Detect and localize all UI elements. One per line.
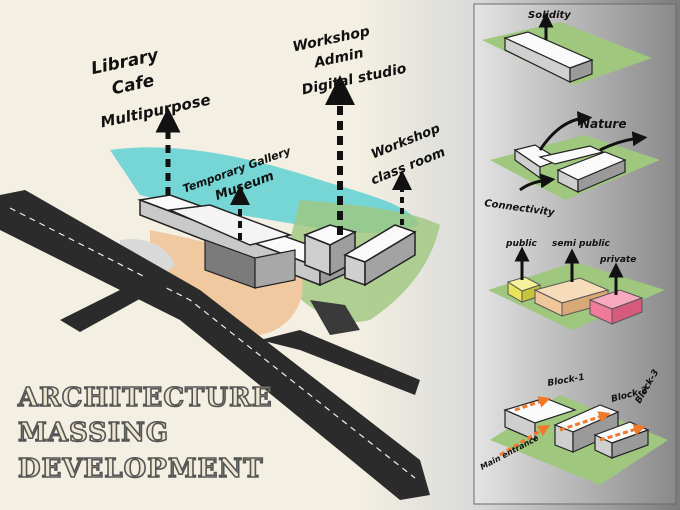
access-road [260,330,420,395]
label-private: private [599,255,636,265]
main-road [0,190,430,500]
title-line-3: DEVELOPMENT [18,454,264,484]
arrow-nature-1 [538,111,593,151]
arrow-block-3 [599,423,646,442]
arrow-nature-2 [599,131,648,152]
parking-area [310,300,360,335]
label-semi-public: semi public [552,239,611,249]
diagram-title: ARCHITECTURE MASSING DEVELOPMENT [16,382,273,485]
panel-zoning: public semi public private [488,239,665,330]
title-line-2: MASSING [18,418,169,448]
panel-nature-connectivity: Nature Connectivity [484,111,660,219]
plaza-area [150,230,303,335]
panel-solidity: Solidity [482,10,652,85]
label-nature: Nature [580,117,626,131]
side-road [60,275,165,332]
label-public: public [505,239,537,249]
road-centerline [9,207,416,479]
label-solidity: Solidity [528,10,571,21]
workshop-classroom-building [343,224,417,287]
title-line-1: ARCHITECTURE [17,383,273,413]
arrow-connectivity [519,173,556,192]
arrow-main-entrance [499,424,551,457]
arrow-block-1 [514,396,551,412]
gallery-building [167,204,296,289]
